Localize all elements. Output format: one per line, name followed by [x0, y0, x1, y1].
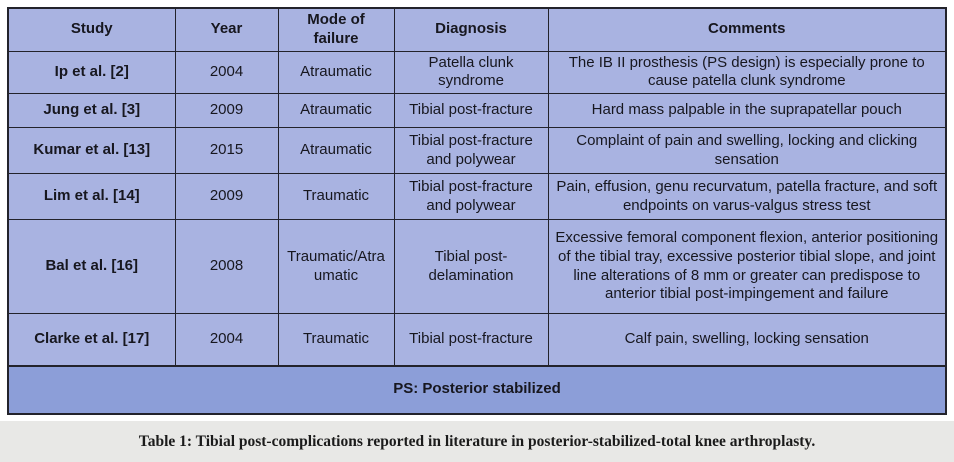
column-header-comments: Comments [547, 7, 947, 52]
diagnosis-cell: Tibial post-fracture and polywear [393, 173, 549, 220]
study-cell: Bal et al. [16] [7, 219, 176, 314]
table-caption: Table 1: Tibial post-complications repor… [138, 432, 816, 450]
column-header-year: Year [174, 7, 279, 52]
year-cell: 2009 [174, 93, 279, 128]
mode-cell: Atraumatic [277, 50, 395, 94]
mode-cell: Traumatic [277, 313, 395, 366]
diagnosis-cell: Tibial post-fracture and polywear [393, 127, 549, 174]
study-cell: Kumar et al. [13] [7, 127, 176, 174]
year-cell: 2009 [174, 173, 279, 220]
year-cell: 2015 [174, 127, 279, 174]
caption-bar: Table 1: Tibial post-complications repor… [0, 421, 954, 462]
diagnosis-cell: Patella clunk syndrome [393, 50, 549, 94]
mode-cell: Traumatic [277, 173, 395, 220]
comments-cell: Calf pain, swelling, locking sensation [547, 313, 947, 366]
table-footnote-row: PS: Posterior stabilized [7, 364, 947, 414]
study-cell: Ip et al. [2] [7, 50, 176, 94]
mode-cell: Atraumatic [277, 93, 395, 128]
table-header-row: Study Year Mode of failure Diagnosis Com… [7, 7, 947, 52]
year-cell: 2004 [174, 313, 279, 366]
table-row-lim: Lim et al. [14] 2009 Traumatic Tibial po… [7, 173, 947, 220]
table-row-clarke: Clarke et al. [17] 2004 Traumatic Tibial… [7, 313, 947, 366]
column-header-study: Study [7, 7, 176, 52]
table-footnote: PS: Posterior stabilized [7, 364, 947, 414]
table-row-kumar: Kumar et al. [13] 2015 Atraumatic Tibial… [7, 127, 947, 174]
mode-cell: Traumatic/Atraumatic [277, 219, 395, 314]
comments-cell: Excessive femoral component flexion, ant… [547, 219, 947, 314]
table-row-ip: Ip et al. [2] 2004 Atraumatic Patella cl… [7, 50, 947, 94]
table-row-bal: Bal et al. [16] 2008 Traumatic/Atraumati… [7, 219, 947, 314]
column-header-mode: Mode of failure [277, 7, 395, 52]
study-cell: Jung et al. [3] [7, 93, 176, 128]
mode-cell: Atraumatic [277, 127, 395, 174]
comments-cell: The IB II prosthesis (PS design) is espe… [547, 50, 947, 94]
comments-cell: Complaint of pain and swelling, locking … [547, 127, 947, 174]
table-row-jung: Jung et al. [3] 2009 Atraumatic Tibial p… [7, 93, 947, 128]
study-cell: Clarke et al. [17] [7, 313, 176, 366]
year-cell: 2008 [174, 219, 279, 314]
comments-cell: Pain, effusion, genu recurvatum, patella… [547, 173, 947, 220]
diagnosis-cell: Tibial post-fracture [393, 313, 549, 366]
diagnosis-cell: Tibial post-fracture [393, 93, 549, 128]
comments-cell: Hard mass palpable in the suprapatellar … [547, 93, 947, 128]
diagnosis-cell: Tibial post-delamination [393, 219, 549, 314]
year-cell: 2004 [174, 50, 279, 94]
study-cell: Lim et al. [14] [7, 173, 176, 220]
complications-table: Study Year Mode of failure Diagnosis Com… [7, 7, 947, 415]
column-header-diagnosis: Diagnosis [393, 7, 549, 52]
